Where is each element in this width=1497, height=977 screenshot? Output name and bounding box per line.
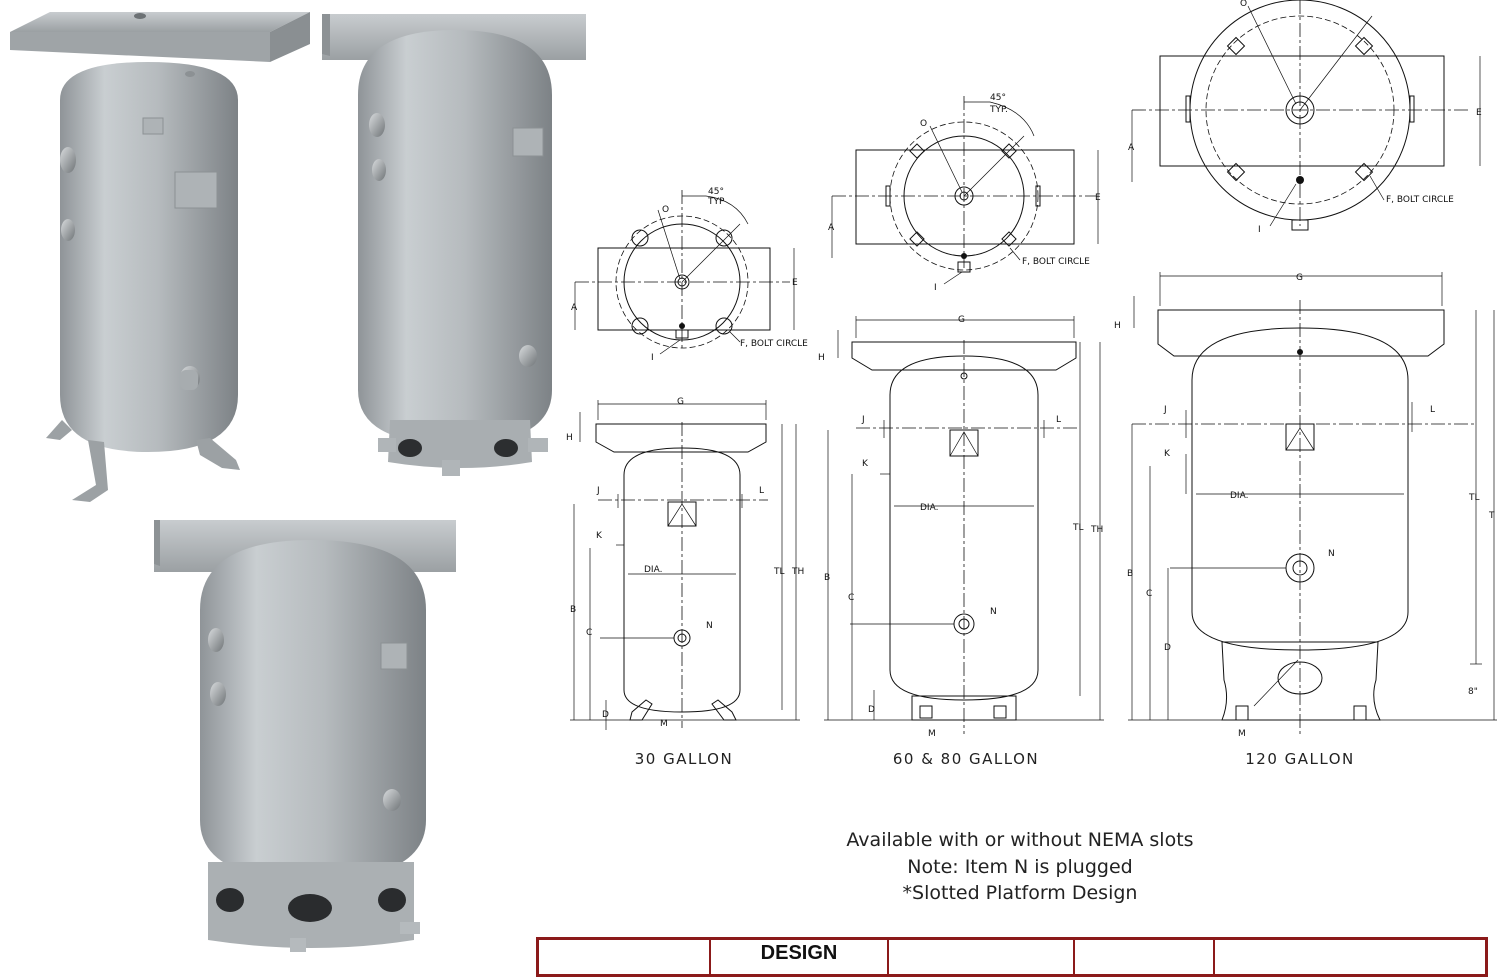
label-l-60: L — [1056, 415, 1061, 425]
label-k-120: K — [1164, 449, 1171, 459]
label-n-120: N — [1328, 549, 1335, 559]
label-o-120: O — [1240, 0, 1247, 9]
label-th-60: TH — [1090, 525, 1103, 535]
side-view-30: G H J L K DIA. B C D N M TL TH — [566, 397, 804, 730]
label-tl-120: TL — [1468, 493, 1480, 503]
table-header-1 — [539, 940, 711, 974]
table-header-5 — [1215, 940, 1485, 974]
label-a-60: A — [828, 223, 835, 233]
label-n-30: N — [706, 621, 713, 631]
label-m-30: M — [660, 719, 668, 729]
note-nema-slots: Available with or without NEMA slots — [846, 829, 1194, 851]
label-j-30: J — [596, 486, 600, 496]
label-b-30: B — [570, 605, 576, 615]
bolt-circle-60: F, BOLT CIRCLE — [1022, 257, 1090, 267]
side-view-120: G H J L K DIA. B C D N M TL T 8" — [1114, 272, 1497, 739]
label-j-120: J — [1163, 405, 1167, 415]
drawing-120-gallon: O E A I F, BOLT CIRCLE — [1114, 0, 1497, 768]
technical-sheet: O 45° TYP E A I F, BOLT CIRCLE — [10, 0, 1497, 952]
label-m-120: M — [1238, 729, 1246, 739]
label-th-30: TH — [791, 567, 804, 577]
label-l-30: L — [759, 486, 764, 496]
label-c-60: C — [848, 593, 854, 603]
drawing-30-gallon: O 45° TYP E A I F, BOLT CIRCLE — [566, 187, 808, 768]
tank-photo-60-80 — [322, 14, 586, 476]
label-c-120: C — [1146, 589, 1152, 599]
label-a-30: A — [571, 303, 578, 313]
label-c-30: C — [586, 628, 592, 638]
label-e-30: E — [792, 278, 798, 288]
label-k-60: K — [862, 459, 869, 469]
top-view-120: O E A I F, BOLT CIRCLE — [1128, 0, 1482, 235]
label-t-120: T — [1488, 511, 1495, 521]
label-n-60: N — [990, 607, 997, 617]
caption-60-80-gallon: 60 & 80 GALLON — [893, 750, 1039, 768]
label-a-120: A — [1128, 143, 1135, 153]
label-d-120: D — [1164, 643, 1171, 653]
table-header-4 — [1075, 940, 1215, 974]
label-d-60: D — [868, 705, 875, 715]
label-b-60: B — [824, 573, 830, 583]
tank-photo-30 — [10, 12, 310, 502]
label-g-60: G — [958, 315, 965, 325]
label-d-30: D — [602, 710, 609, 720]
label-i-30: I — [651, 353, 654, 363]
label-m-60: M — [928, 729, 936, 739]
label-e-60: E — [1095, 193, 1101, 203]
drawing-60-80-gallon: O 45° TYP. E A I F, BOLT CIRCLE — [818, 93, 1104, 768]
angle-label-60: 45° — [990, 93, 1006, 103]
label-h-30: H — [566, 433, 573, 443]
caption-30-gallon: 30 GALLON — [635, 750, 733, 768]
top-view-60: O 45° TYP. E A I F, BOLT CIRCLE — [828, 93, 1101, 293]
note-item-n: Note: Item N is plugged — [907, 856, 1133, 878]
angle-label-30: 45° — [708, 187, 724, 197]
spec-table: DESIGN — [536, 937, 1488, 977]
table-header-3 — [889, 940, 1075, 974]
label-dia-30: DIA. — [644, 565, 662, 575]
label-i-60: I — [934, 283, 937, 293]
table-header-design: DESIGN — [711, 940, 889, 974]
label-k-30: K — [596, 531, 603, 541]
label-o-30: O — [662, 205, 669, 215]
label-e-120: E — [1476, 108, 1482, 118]
side-view-60: G H J L K DIA. B C D N M TL TH — [818, 315, 1104, 739]
label-o-60: O — [920, 119, 927, 129]
bolt-circle-120: F, BOLT CIRCLE — [1386, 195, 1454, 205]
tank-photo-120 — [154, 520, 456, 952]
angle-sub-30: TYP — [707, 197, 725, 207]
label-dia-120: DIA. — [1230, 491, 1248, 501]
leg-dim-120: 8" — [1468, 687, 1478, 697]
note-slotted-platform: *Slotted Platform Design — [902, 882, 1138, 904]
angle-sub-60: TYP. — [989, 105, 1008, 115]
label-j-60: J — [861, 415, 865, 425]
caption-120-gallon: 120 GALLON — [1245, 750, 1355, 768]
bolt-circle-30: F, BOLT CIRCLE — [740, 339, 808, 349]
label-dia-60: DIA. — [920, 503, 938, 513]
label-g-30: G — [677, 397, 684, 407]
label-h-120: H — [1114, 321, 1121, 331]
label-tl-60: TL — [1072, 523, 1084, 533]
top-view-30: O 45° TYP E A I F, BOLT CIRCLE — [571, 187, 808, 363]
label-tl-30: TL — [773, 567, 785, 577]
label-l-120: L — [1430, 405, 1435, 415]
label-b-120: B — [1127, 569, 1133, 579]
label-g-120: G — [1296, 273, 1303, 283]
label-i-120: I — [1258, 225, 1261, 235]
label-h-60: H — [818, 353, 825, 363]
